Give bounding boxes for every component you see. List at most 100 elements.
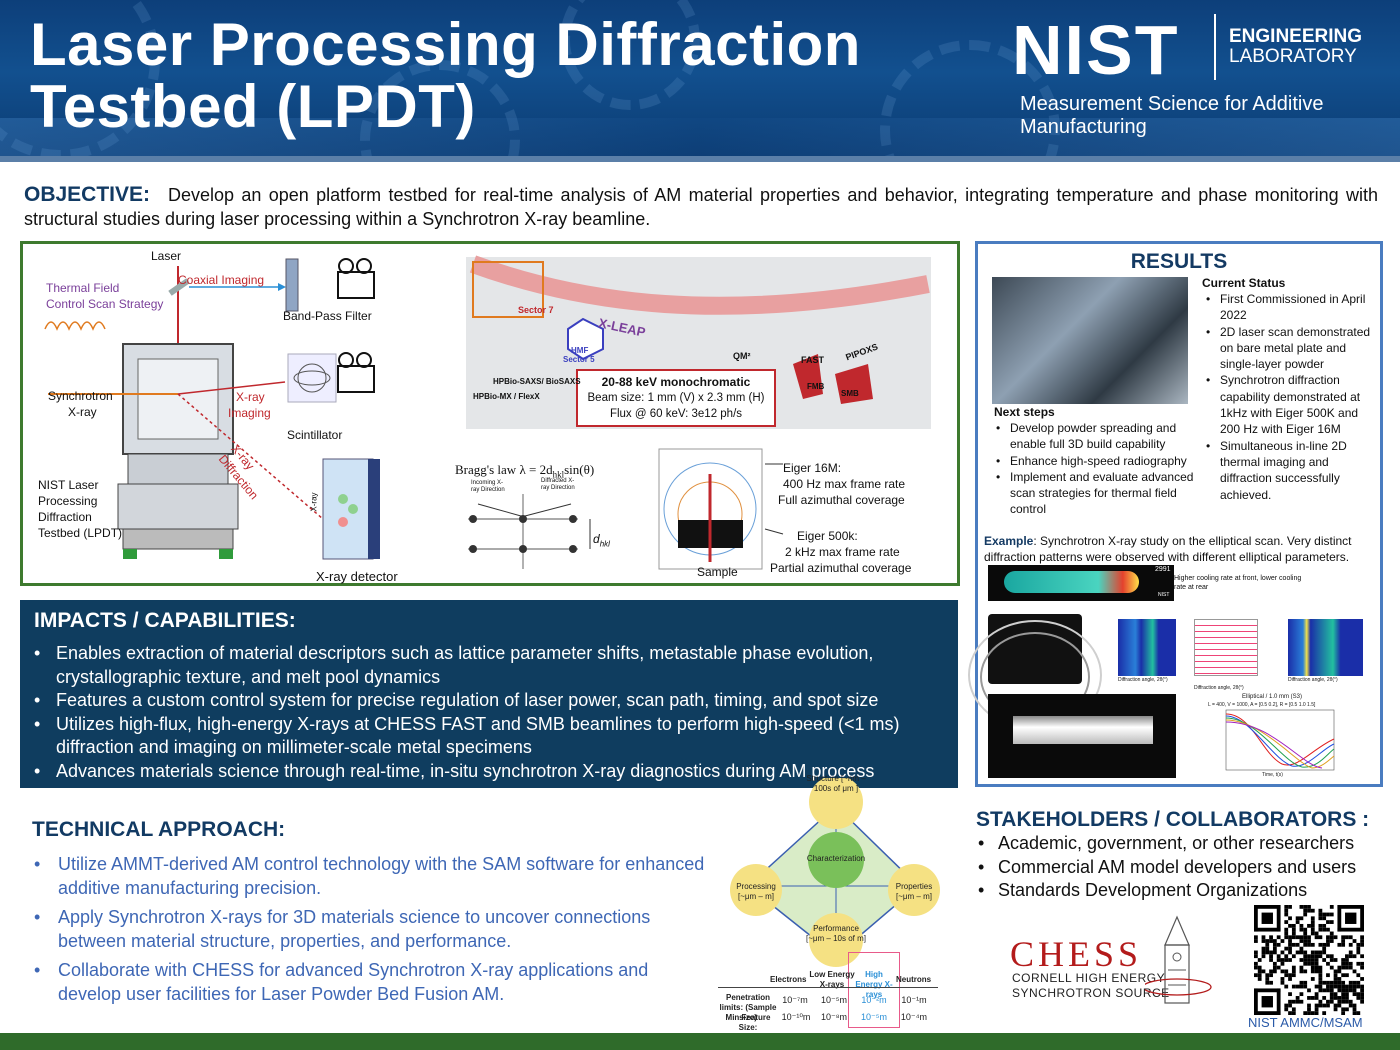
label-hmf: HMF [571,346,589,355]
title-line-1: Laser Processing Diffraction [30,11,861,78]
list-item: Enhance high-speed radiography [994,453,1202,470]
performance-node [809,913,863,967]
impacts-panel: IMPACTS / CAPABILITIES: Enables extracti… [20,600,958,788]
label-testbed: Testbed (LPDT) [38,526,123,540]
chamber-window [137,358,219,440]
detector-plate [368,459,380,559]
current-status-list: First Commissioned in April 2022 2D lase… [1204,291,1380,503]
qr-code[interactable] [1254,905,1364,1015]
chess-subtitle-2: SYNCHROTRON SOURCE [1012,986,1170,1000]
tetra-performance: Performance [~μm – 10s of m] [806,924,866,943]
label-xray-imaging-2: Imaging [228,406,271,420]
frame-number: 2991 [1155,566,1171,573]
properties-node [888,864,940,916]
camera-reel-icon [338,352,354,368]
mono-title: 20-88 keV monochromatic [601,375,751,389]
feat-high-energy: 10⁻⁵m [861,1012,887,1022]
gear-decoration [560,0,700,110]
row-min-feature: Min Feature Size: [725,1013,771,1032]
label-processing: Processing [38,494,98,508]
band-pass-filter-icon [285,258,299,312]
waterfall-plot-2 [1288,619,1363,676]
cooling-note: Higher cooling rate at front, lower cool… [1174,575,1302,591]
label-scintillator: Scintillator [287,428,343,442]
label-detector-axis: X-ray [309,492,319,512]
ellip-title-2: L = 400, V = 1000, A = [0.5 0.2], R = [0… [1208,702,1316,708]
thermal-frame-image: 2991 NIST [988,565,1174,601]
tetra-processing: Processing [~μm – m] [736,882,776,901]
diffraction-ring-image [968,614,1102,730]
poster-subtitle: Measurement Science for Additive Manufac… [1020,93,1324,138]
camera-icon [337,365,375,393]
col-neutrons: Neutrons [896,975,932,984]
label-xray-detector: X-ray detector [316,569,398,584]
smb-station [835,364,873,404]
setup-diagram-graphic [44,255,931,570]
label-band-pass-filter: Band-Pass Filter [283,309,372,323]
eiger-16m-rate: 400 Hz max frame rate [783,477,906,491]
pen-low-energy: 10⁻⁵m [821,995,847,1005]
technical-approach-title: TECHNICAL APPROACH: [32,818,286,841]
title-line-2: Testbed (LPDT) [30,73,476,140]
diffraction-beam [177,393,324,520]
hmf-sector-5-icon [567,317,604,361]
tetra-structure: Structure [~nm – 100s of μm ] [806,774,866,793]
ellip-title-1: Elliptical / 1.0 mm (S3) [1242,694,1303,700]
next-steps-list: Develop powder spreading and enable full… [994,420,1202,518]
header-banner: Laser Processing Diffraction Testbed (LP… [0,0,1400,160]
axis-label: Diffraction angle, 2θ(°) [1194,685,1244,691]
eiger-500k-rate: 2 kHz max frame rate [785,545,900,559]
mono-info-box [576,369,776,427]
label-coaxial-imaging: Coaxial Imaging [178,273,265,287]
header-bottom-bar [0,156,1400,162]
table-divider [718,987,938,988]
tetra-properties: Properties [~μm – m] [895,882,933,901]
results-title: RESULTS [1130,250,1228,273]
high-energy-highlight [848,952,900,1028]
list-item: Implement and evaluate advanced scan str… [994,469,1202,518]
materials-tetrahedron [730,778,940,967]
label-smb: SMB [841,389,859,398]
example-caption: Example: Synchrotron X-ray study on the … [984,534,1352,565]
fmb-station [793,354,823,399]
col-high-energy: High Energy X-rays [855,970,893,999]
testbed-photo [992,277,1188,404]
chamber-base [127,453,229,485]
camera-icon [337,271,375,299]
next-steps-heading: Next steps [994,405,1055,419]
characterization-node [808,832,864,888]
feat-neutrons: 10⁻⁴m [900,1012,928,1022]
list-item: Synchrotron diffraction capability demon… [1204,372,1380,437]
elliptical-curves [1225,709,1335,771]
bragg-diffracted [524,503,572,517]
stage-feet [122,528,234,550]
line-profile-plot [1194,619,1258,676]
row-penetration: Penetration limits: (Sample size) [719,993,777,1022]
eiger-500k-title: Eiger 500k: [797,529,858,543]
header-streak [0,118,1400,160]
axis-label: Diffraction angle, 2θ(°) [1288,677,1338,683]
label-nist-laser: NIST Laser [38,478,99,492]
list-item: First Commissioned in April 2022 [1204,291,1380,324]
label-diffraction: Diffraction [38,510,92,524]
wheel-icon [123,549,137,559]
camera-reel-icon [356,352,372,368]
stakeholders-list: Academic, government, or other researche… [976,832,1396,903]
objective-label: OBJECTIVE: [24,183,151,206]
lab-name-line-2: LABORATORY [1229,46,1357,67]
label-sector-7: Sector 7 [518,305,554,315]
label-dhkl: dhkl [593,532,610,549]
eiger-16m-coverage: Full azimuthal coverage [778,493,905,507]
scan-path-icon [44,321,106,331]
melt-track [1004,571,1139,593]
results-panel: RESULTS Current Status First Commissione… [968,241,1383,787]
label-hpbio-mx: HPBio-MX / FlexX [473,392,540,401]
waterfall-plot-1 [1118,619,1176,676]
diffraction-spot [338,494,348,504]
label-fmb: FMB [807,382,825,391]
list-item: Features a custom control system for pre… [32,689,952,713]
gear-decoration [880,40,1060,160]
label-synchrotron: Synchrotron [48,389,113,403]
impacts-title: IMPACTS / CAPABILITIES: [34,609,296,632]
bragg-law: Bragg's law λ = 2dhklsin(θ) [455,462,595,480]
